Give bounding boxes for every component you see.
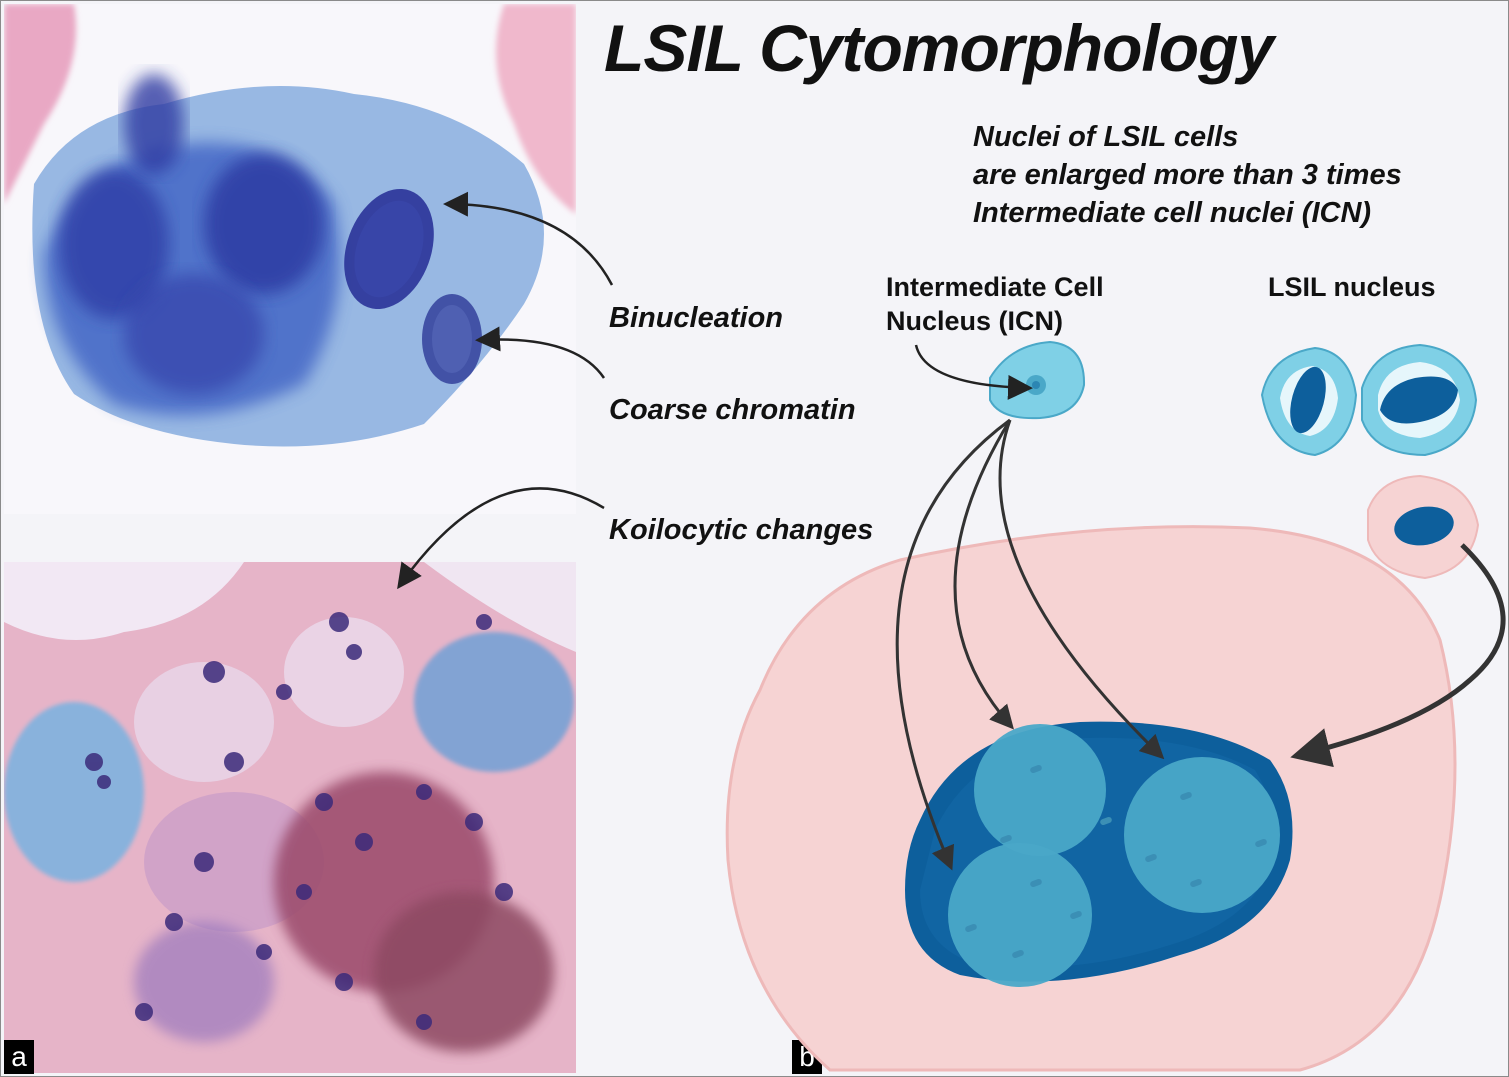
- icn-to-nucleus-arrow-1: [895, 418, 1011, 871]
- figure-title: LSIL Cytomorphology: [604, 11, 1274, 85]
- icn-label-line-2: Nucleus (ICN): [886, 306, 1064, 336]
- micrograph-binucleation: [4, 4, 576, 514]
- lsil-to-nucleus-arrow: [1290, 543, 1506, 768]
- label-coarse-chromatin: Coarse chromatin: [609, 394, 856, 426]
- icn-label-line-1: Intermediate Cell: [886, 272, 1104, 302]
- binucleation-arrow: [443, 191, 614, 286]
- icn-cell: [989, 340, 1086, 420]
- icn-to-nucleus-arrow-2: [953, 419, 1014, 730]
- lsil-nucleus-label: LSIL nucleus: [1268, 272, 1436, 302]
- label-binucleation: Binucleation: [609, 302, 784, 334]
- lsil-cell-2: [1361, 343, 1478, 457]
- icn-label: Intermediate Cell Nucleus (ICN): [886, 270, 1104, 338]
- lsil-cell-1: [1260, 346, 1358, 457]
- label-koilocytic-changes: Koilocytic changes: [609, 514, 874, 546]
- icn-pointer-arrow: [914, 344, 1033, 400]
- panel-label-a: a: [4, 1040, 34, 1074]
- koilocytic-arrow: [397, 487, 605, 590]
- micrograph-koilocytes: [4, 562, 576, 1073]
- icn-to-nucleus-arrow-3: [998, 419, 1165, 760]
- description-line-3: Intermediate cell nuclei (ICN): [973, 197, 1372, 229]
- description-line-1: Nuclei of LSIL cells: [973, 121, 1239, 153]
- description-text: Nuclei of LSIL cells are enlarged more t…: [973, 118, 1402, 232]
- lsil-cell-3: [1367, 474, 1480, 580]
- description-line-2: are enlarged more than 3 times: [973, 159, 1402, 191]
- icn-comparison-circles: [948, 724, 1280, 987]
- coarse-chromatin-arrow: [475, 326, 606, 379]
